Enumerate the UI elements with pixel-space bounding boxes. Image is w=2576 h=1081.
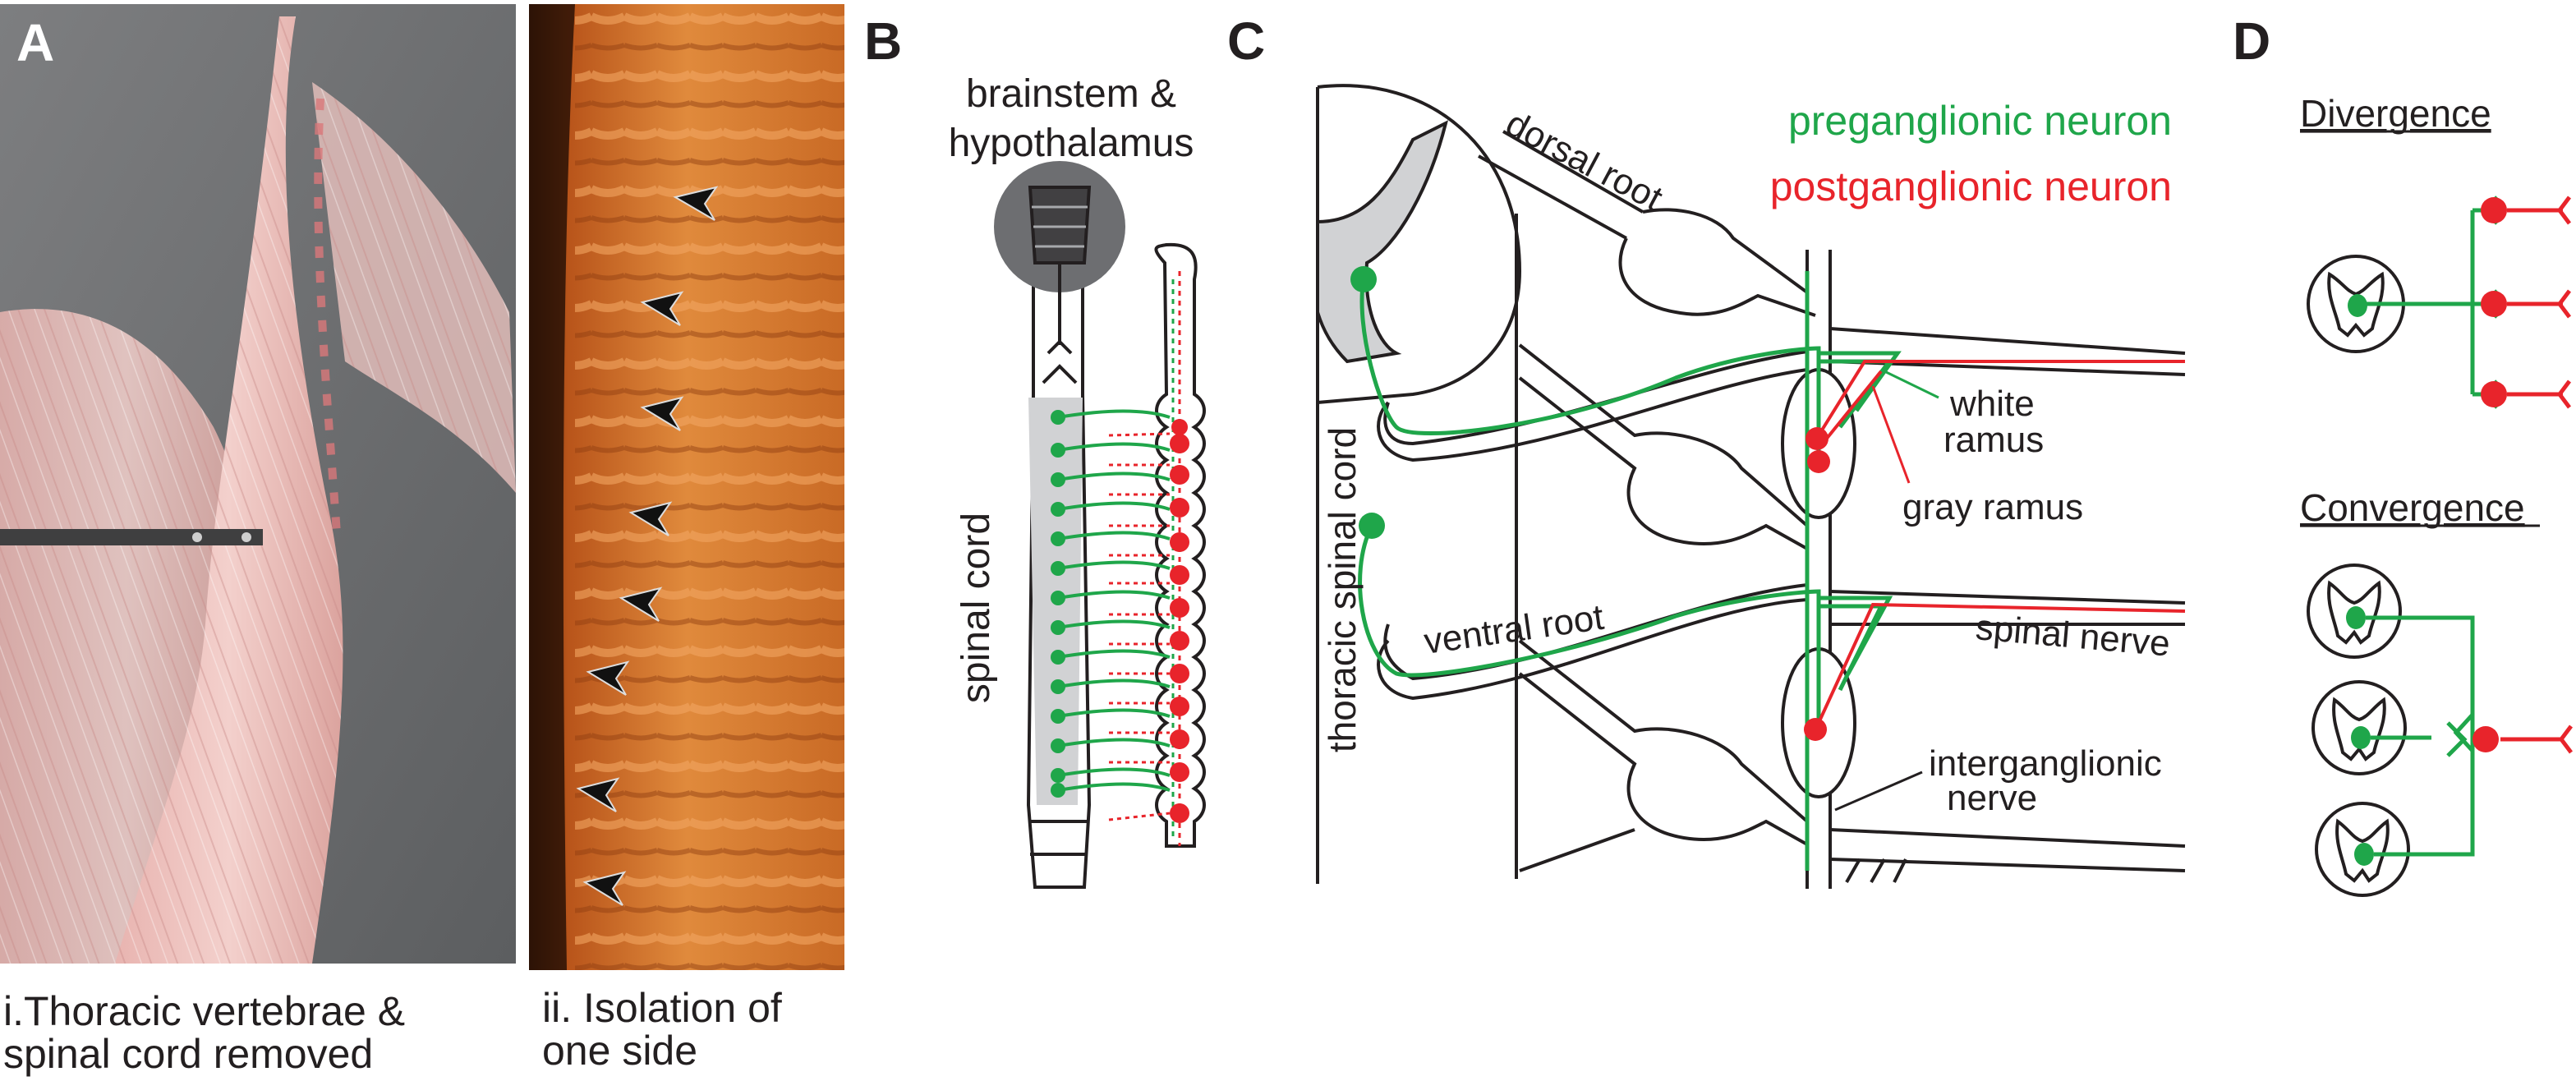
- c-post-soma: [1804, 718, 1827, 741]
- d-div-post-soma: [2481, 291, 2507, 317]
- arrowhead-icon: [640, 396, 684, 431]
- white-ramus-label-2: ramus: [1944, 420, 2044, 460]
- convergence-label: Convergence: [2300, 486, 2525, 529]
- panel-letter-c: C: [1227, 12, 1265, 71]
- dorsal-root-label: dorsal root: [1499, 104, 1669, 219]
- b-pre-soma: [1051, 679, 1065, 694]
- b-pre-soma: [1051, 783, 1065, 798]
- arrowhead-icon: [673, 186, 719, 221]
- brainstem-label-line2: hypothalamus: [949, 122, 1194, 165]
- b-post-soma: [1170, 697, 1189, 716]
- arrowhead-icon: [628, 501, 673, 536]
- photo-thoracic-vertebrae: [0, 4, 516, 964]
- legend-postganglionic: postganglionic neuron: [1770, 163, 2172, 209]
- arrowhead-icon: [640, 291, 684, 326]
- arrowhead-icon: [576, 777, 620, 812]
- d-div-post-soma: [2481, 197, 2507, 223]
- b-post-soma: [1170, 598, 1189, 618]
- b-pre-soma: [1051, 472, 1065, 487]
- caption-i-line1: i.Thoracic vertebrae &: [3, 988, 405, 1034]
- b-post-soma: [1170, 803, 1189, 823]
- arrowhead-icon: [619, 586, 663, 622]
- b-post-soma: [1171, 419, 1188, 435]
- b-preganglionic-neurons: [1057, 409, 1171, 792]
- b-post-soma: [1170, 631, 1189, 651]
- legend-preganglionic: preganglionic neuron: [1788, 98, 2172, 144]
- d-div-post-soma: [2481, 381, 2507, 407]
- panel-c: C preganglionic neuron postganglionic ne…: [1227, 12, 2186, 889]
- b-pre-soma: [1051, 738, 1065, 753]
- caption-i-line2: spinal cord removed: [3, 1031, 373, 1077]
- b-post-soma: [1170, 729, 1189, 749]
- spinal-cord-label: spinal cord: [954, 513, 998, 703]
- c-post-soma: [1807, 450, 1830, 473]
- arrowheads: [576, 186, 719, 906]
- b-post-soma: [1170, 465, 1189, 485]
- divergence-cord: [2307, 255, 2405, 353]
- b-post-soma: [1170, 565, 1189, 585]
- b-pre-soma: [1051, 443, 1065, 458]
- panel-letter-b: B: [864, 12, 902, 71]
- b-pre-soma: [1051, 591, 1065, 605]
- panel-a: A i.Thoracic vertebrae & spinal cord rem…: [0, 4, 844, 1077]
- caption-ii-line1: ii. Isolation of: [542, 985, 782, 1031]
- interganglionic-label-2: nerve: [1947, 778, 2037, 818]
- c-pre-axon-lower: [1358, 524, 1821, 723]
- b-pre-soma: [1051, 620, 1065, 635]
- photo-isolation-one-side: [529, 4, 844, 970]
- panel-b: B brainstem & hypothalamus spinal cord: [864, 12, 1206, 889]
- d-conv-post-soma: [2472, 726, 2499, 752]
- b-pre-soma: [1051, 650, 1065, 665]
- b-pre-soma: [1051, 709, 1065, 724]
- b-post-soma: [1170, 498, 1189, 518]
- b-post-soma: [1170, 762, 1189, 782]
- convergence-cord: [2315, 802, 2410, 897]
- white-ramus-label-1: white: [1949, 384, 2035, 424]
- c-pre-soma-upper: [1350, 266, 1377, 292]
- b-pre-soma: [1051, 768, 1065, 783]
- b-pre-soma: [1051, 561, 1065, 576]
- b-pre-soma: [1051, 502, 1065, 517]
- b-post-soma: [1170, 532, 1189, 552]
- c-post-soma: [1806, 427, 1828, 450]
- spinal-nerve-label: spinal nerve: [1974, 607, 2172, 664]
- divergence-label: Divergence: [2300, 92, 2491, 135]
- interganglionic-label-1: interganglionic: [1929, 743, 2162, 784]
- b-pre-soma: [1051, 531, 1065, 546]
- b-post-soma: [1170, 434, 1189, 453]
- gray-ramus-label: gray ramus: [1902, 487, 2083, 527]
- caption-ii-line2: one side: [542, 1028, 697, 1074]
- c-pre-axon-upper: [1359, 278, 1821, 460]
- ventral-root-label: ventral root: [1422, 597, 1607, 662]
- thoracic-cord-label: thoracic spinal cord: [1321, 427, 1364, 752]
- convergence-cord: [2307, 564, 2402, 659]
- panel-letter-a: A: [16, 13, 54, 72]
- c-pre-soma-lower: [1359, 513, 1385, 539]
- arrowhead-icon: [582, 871, 627, 906]
- arrowhead-icon: [586, 660, 630, 696]
- b-pre-soma: [1051, 410, 1065, 425]
- panel-d: D Divergence Convergence: [2233, 12, 2573, 897]
- b-post-soma: [1170, 664, 1189, 683]
- panel-letter-d: D: [2233, 12, 2270, 71]
- convergence-cord: [2312, 680, 2407, 775]
- brainstem-label-line1: brainstem &: [966, 72, 1176, 116]
